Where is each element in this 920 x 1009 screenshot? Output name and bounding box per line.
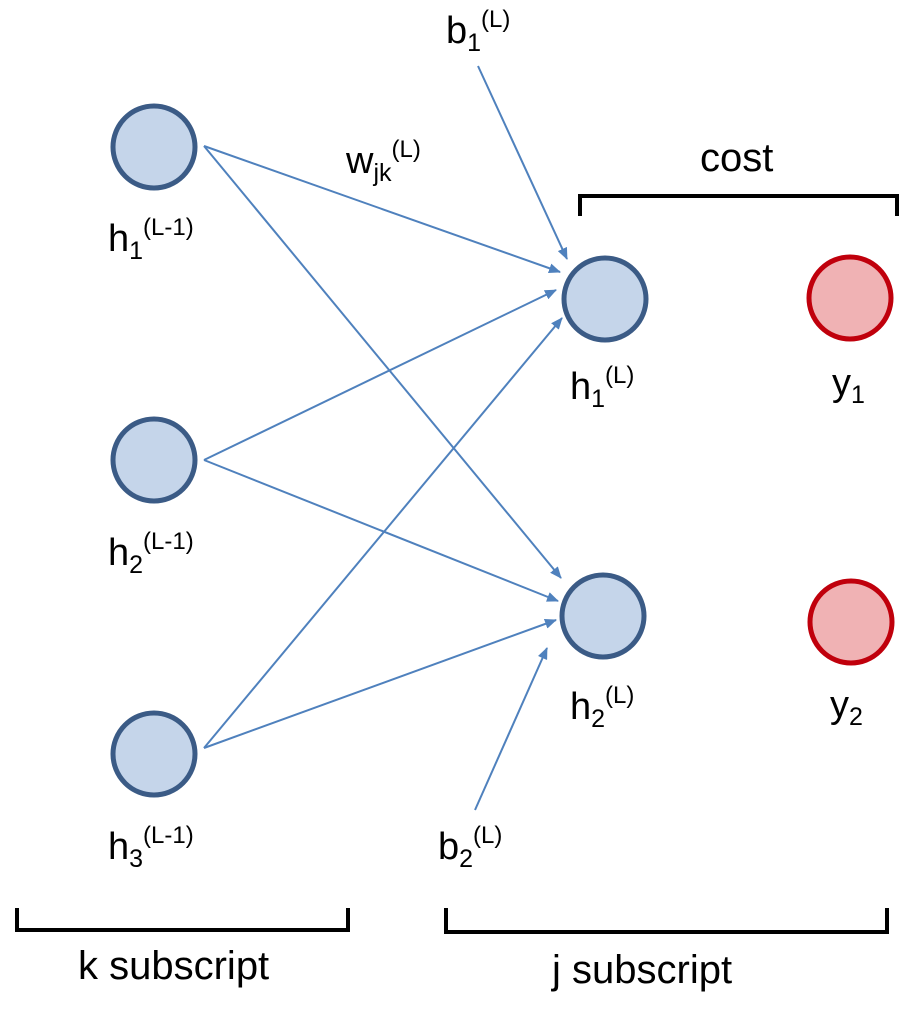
h2-main: h [570,686,592,728]
edge-b2-h2 [474,647,548,811]
prev-layer-nodes [110,103,198,798]
bias-b1-sub: 1 [467,29,482,57]
h3-prev-sub: 3 [129,845,144,873]
h2-sup: (L) [605,682,635,709]
cost-label: cost [700,136,774,180]
label-h1: h1(L) [570,364,634,412]
h1-prev-sub: 1 [129,237,144,265]
j-subscript-label: j subscript [552,948,733,992]
weight-label: wjk(L) [346,138,421,186]
bias-b2-main: b [438,826,460,868]
edge-h3prev-h1 [203,317,563,749]
k-subscript-label: k subscript [78,944,270,988]
label-y1: y1 [832,362,865,408]
h3-prev-sup: (L-1) [143,822,194,849]
weight-main: w [346,140,374,182]
k-subscript-bracket [15,908,350,932]
h1-prev-sup: (L-1) [143,214,194,241]
h3-prev-main: h [108,826,130,868]
y1-sub: 1 [851,381,865,409]
weight-sub: jk [373,159,392,187]
bias-b1-main: b [446,10,468,52]
bias-label-b1: b1(L) [446,8,510,56]
label-h2: h2(L) [570,684,634,732]
edge-b1-h1 [477,65,568,260]
y2-main: y [830,684,849,726]
weight-edges [203,145,563,749]
h2-sub: 2 [591,705,606,733]
h2-prev-sub: 2 [129,551,144,579]
node-h1-prev [110,103,198,191]
label-h1-prev: h1(L-1) [108,216,194,264]
label-h2-prev: h2(L-1) [108,530,194,578]
target-nodes [806,254,895,666]
node-h1 [561,255,649,343]
y1-main: y [832,362,851,404]
node-y2 [807,578,895,666]
bias-edges [474,65,568,811]
node-h2-prev [110,416,198,504]
h1-sup: (L) [605,362,635,389]
edge-h2prev-h1 [203,289,557,461]
bias-b2-sup: (L) [473,822,503,849]
j-subscript-bracket [444,908,889,934]
edge-h1prev-h1 [203,145,561,274]
h2-prev-sup: (L-1) [143,528,194,555]
h1-main: h [570,366,592,408]
node-h3-prev [110,710,198,798]
weight-sup: (L) [391,136,421,163]
bias-b2-sub: 2 [459,845,474,873]
h1-sub: 1 [591,385,606,413]
y2-sub: 2 [849,703,863,731]
label-y2: y2 [830,684,863,730]
h1-prev-main: h [108,218,130,260]
bias-b1-sup: (L) [481,6,511,33]
node-h2 [559,572,647,660]
brackets [15,194,899,934]
cost-bracket [578,194,899,216]
label-h3-prev: h3(L-1) [108,824,194,872]
node-y1 [806,254,894,342]
bias-label-b2: b2(L) [438,824,502,872]
edge-h3prev-h2 [203,619,557,749]
edge-h2prev-h2 [203,459,559,602]
curr-layer-nodes [559,255,649,660]
h2-prev-main: h [108,532,130,574]
edge-h1prev-h2 [203,145,562,579]
